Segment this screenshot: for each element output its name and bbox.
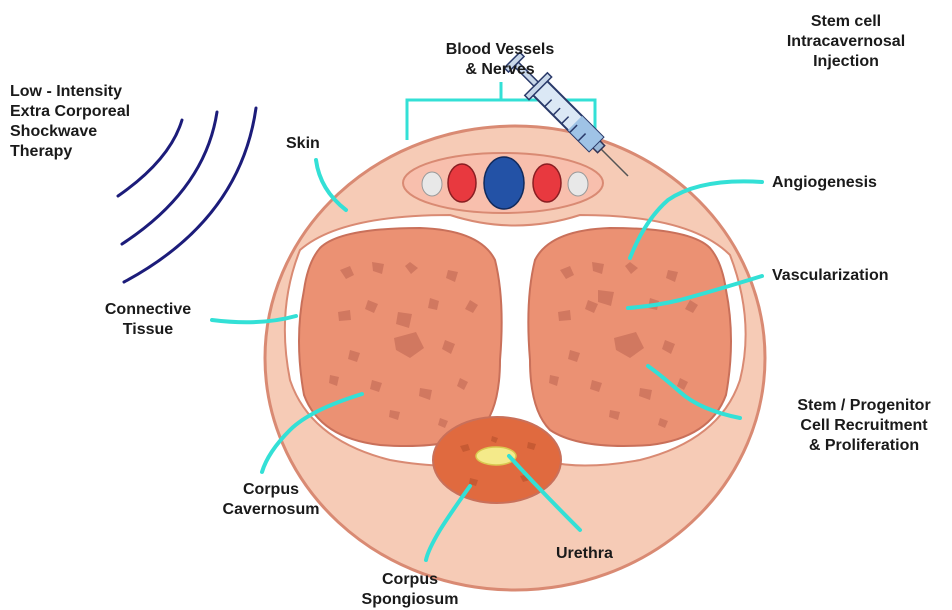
label-line: Vascularization: [772, 266, 889, 286]
label-corpus-spongiosum: Corpus Spongiosum: [350, 570, 470, 610]
shockwave-arc-3: [124, 108, 256, 282]
label-line: Low - Intensity: [10, 82, 130, 102]
label-line: Blood Vessels: [420, 40, 580, 60]
label-line: Injection: [756, 52, 936, 72]
label-line: Extra Corporeal: [10, 102, 130, 122]
label-connective-tissue: Connective Tissue: [88, 300, 208, 340]
label-urethra: Urethra: [556, 544, 613, 564]
deep-dorsal-vein: [484, 157, 524, 209]
label-line: Cavernosum: [206, 500, 336, 520]
artery-right: [533, 164, 561, 202]
label-line: Corpus: [206, 480, 336, 500]
label-corpus-cavernosum: Corpus Cavernosum: [206, 480, 336, 520]
label-line: & Proliferation: [776, 436, 952, 456]
artery-left: [448, 164, 476, 202]
label-line: Stem / Progenitor: [776, 396, 952, 416]
label-line: Shockwave: [10, 122, 130, 142]
shockwave-arcs: [118, 108, 256, 282]
nerve-left: [422, 172, 442, 196]
label-line: Cell Recruitment: [776, 416, 952, 436]
label-line: Intracavernosal: [756, 32, 936, 52]
label-skin: Skin: [286, 134, 320, 154]
label-line: Angiogenesis: [772, 173, 877, 193]
label-line: Connective: [88, 300, 208, 320]
label-line: Spongiosum: [350, 590, 470, 610]
label-stem-progenitor: Stem / Progenitor Cell Recruitment & Pro…: [776, 396, 952, 456]
label-line: & Nerves: [420, 60, 580, 80]
label-stem-cell-injection: Stem cell Intracavernosal Injection: [756, 12, 936, 72]
label-line: Skin: [286, 134, 320, 154]
label-angiogenesis: Angiogenesis: [772, 173, 877, 193]
label-blood-vessels-nerves: Blood Vessels & Nerves: [420, 40, 580, 80]
label-line: Tissue: [88, 320, 208, 340]
label-line: Urethra: [556, 544, 613, 564]
label-shockwave-therapy: Low - Intensity Extra Corporeal Shockwav…: [10, 82, 130, 162]
label-line: Stem cell: [756, 12, 936, 32]
nerve-right: [568, 172, 588, 196]
label-line: Therapy: [10, 142, 130, 162]
label-vascularization: Vascularization: [772, 266, 889, 286]
label-line: Corpus: [350, 570, 470, 590]
